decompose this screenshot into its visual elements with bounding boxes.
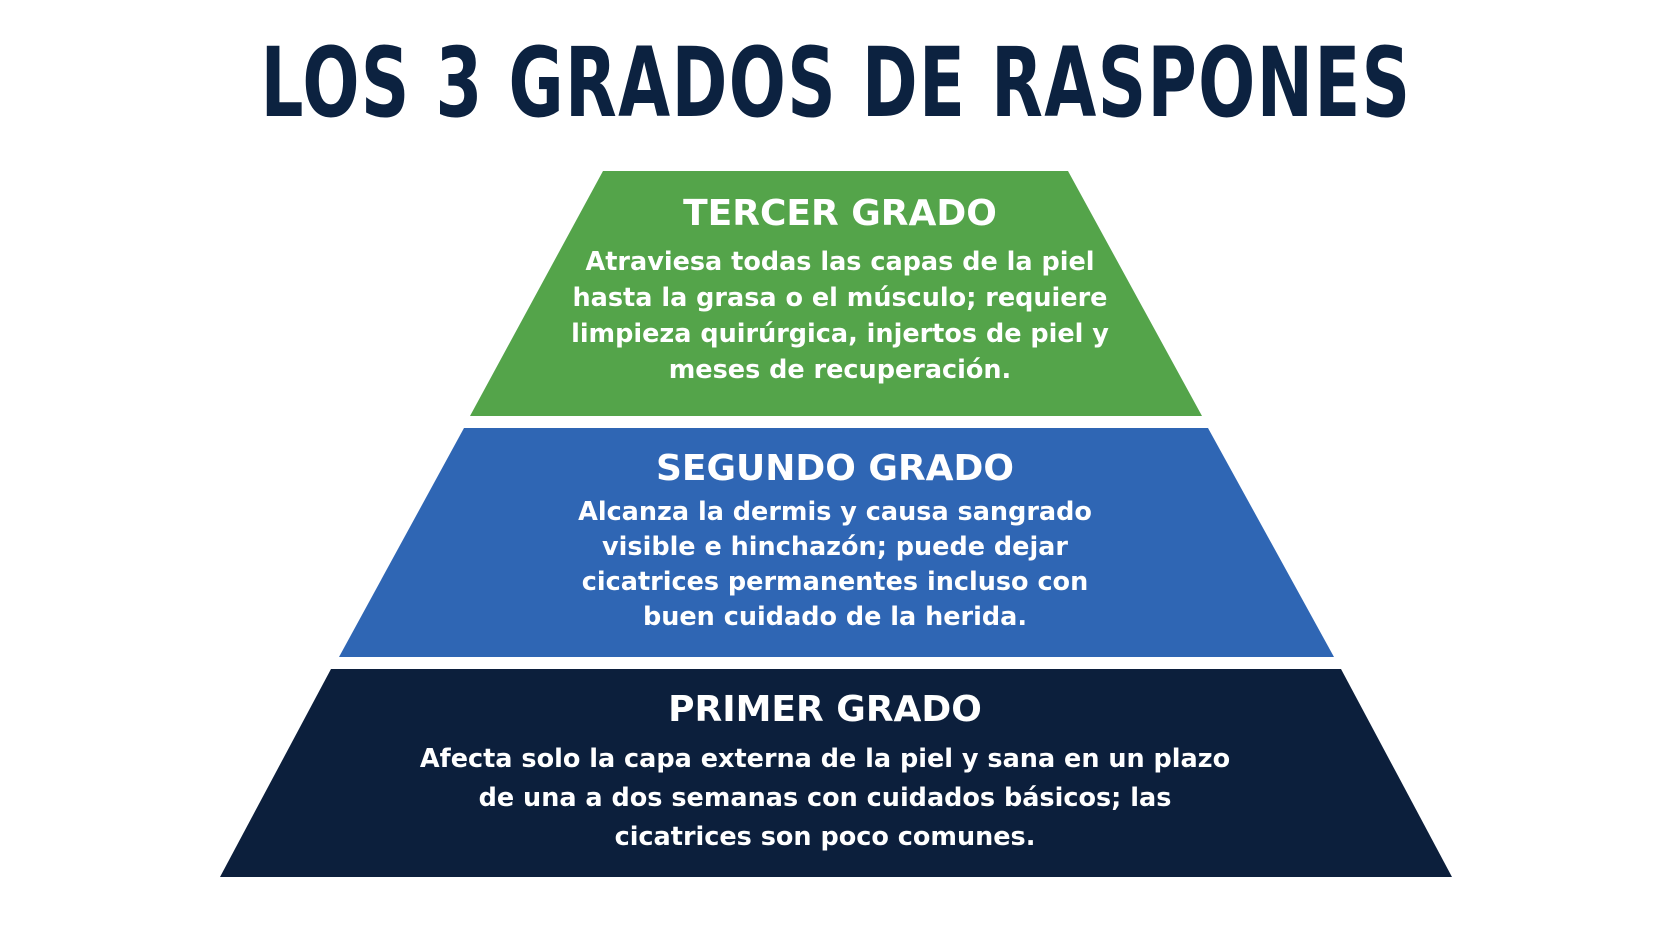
tier-description: Alcanza la dermis y causa sangrado visib… <box>578 497 1092 632</box>
tier-description: Afecta solo la capa externa de la piel y… <box>419 744 1231 852</box>
tier-first-degree-shape <box>220 669 1452 877</box>
tier-third-degree: TERCER GRADO Atraviesa todas las capas d… <box>560 192 1120 388</box>
tier-first-degree: PRIMER GRADO Afecta solo la capa externa… <box>410 688 1240 857</box>
tier-third-degree-shape <box>470 171 1202 416</box>
tier-description: Atraviesa todas las capas de la piel has… <box>571 247 1109 385</box>
tier-heading: SEGUNDO GRADO <box>655 448 1015 489</box>
page-title: LOS 3 GRADOS DE RASPONES <box>260 27 1412 139</box>
tier-second-degree-shape <box>339 428 1334 657</box>
tier-second-degree: SEGUNDO GRADO Alcanza la dermis y causa … <box>555 447 1115 635</box>
tier-heading: TERCER GRADO <box>683 193 997 234</box>
tier-heading: PRIMER GRADO <box>668 689 982 730</box>
